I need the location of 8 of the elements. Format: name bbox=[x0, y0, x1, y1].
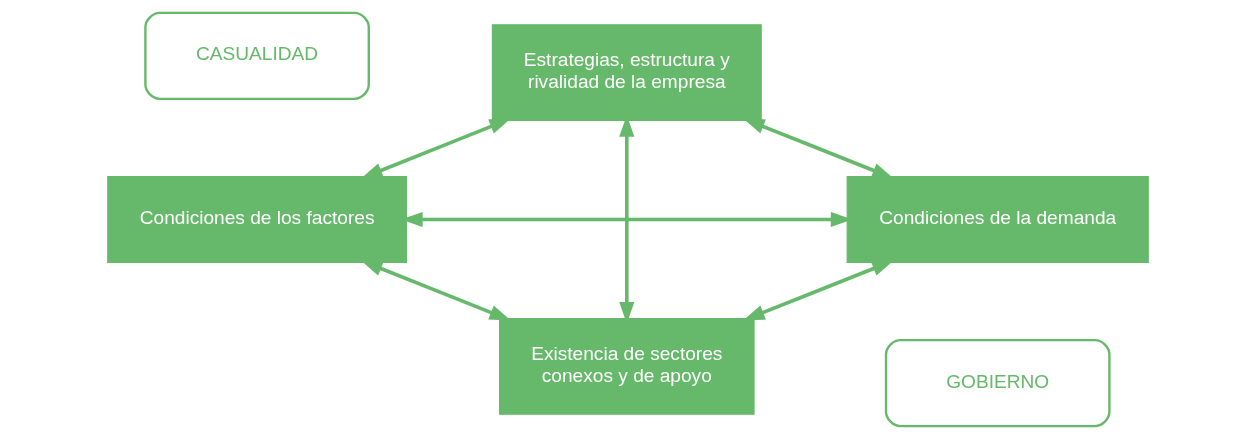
node-box: Condiciones de los factores bbox=[107, 175, 407, 264]
node-box: CASUALIDAD bbox=[144, 11, 370, 101]
node-box: GOBIERNO bbox=[884, 338, 1111, 428]
node-box: Condiciones de la demanda bbox=[846, 175, 1149, 264]
node-box: Estrategias, estructura y rivalidad de la empresa bbox=[491, 24, 762, 121]
arrow bbox=[743, 260, 894, 321]
arrow bbox=[743, 118, 894, 179]
node-box: Existencia de sectores conexos y de apoyo bbox=[499, 318, 755, 415]
